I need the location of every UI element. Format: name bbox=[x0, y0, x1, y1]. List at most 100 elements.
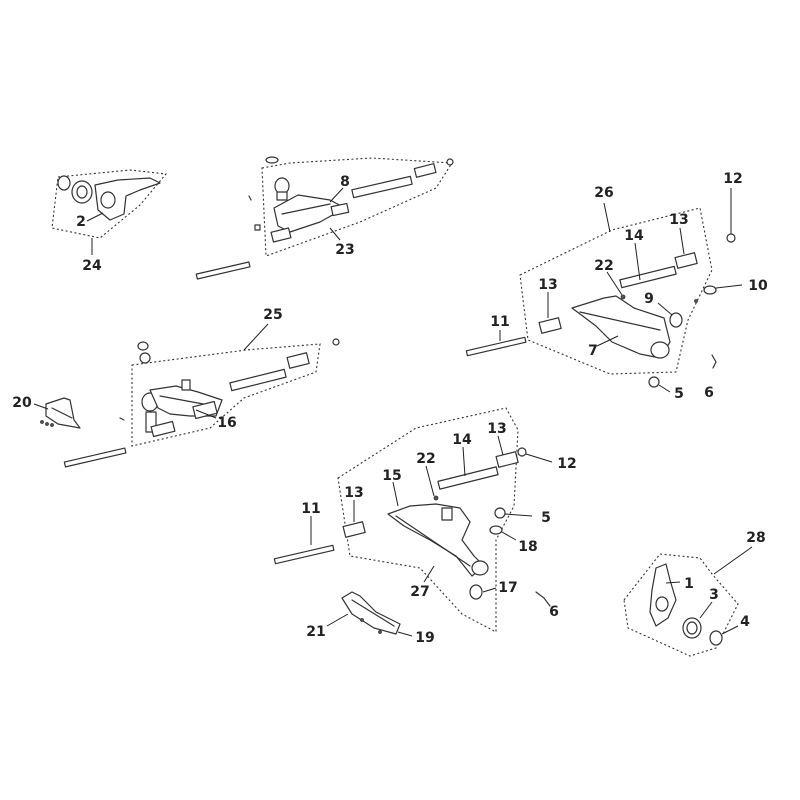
nut-part[interactable] bbox=[517, 447, 527, 457]
group-label-24: 24 bbox=[82, 258, 102, 274]
cotter-pin-part[interactable] bbox=[535, 591, 551, 607]
leader-10 bbox=[715, 284, 743, 289]
leader-5b bbox=[504, 513, 533, 517]
lower-arm-part[interactable] bbox=[387, 503, 485, 577]
leader-14a bbox=[634, 242, 641, 281]
part-label-22a: 22 bbox=[594, 258, 613, 274]
nut-part[interactable] bbox=[726, 233, 736, 243]
leader-18 bbox=[501, 531, 517, 541]
leader-4 bbox=[721, 625, 739, 635]
leader-13c bbox=[497, 435, 504, 456]
snap-ring-part[interactable] bbox=[709, 630, 723, 646]
leader-5a bbox=[658, 384, 671, 393]
assembly-28: 28 1 3 4 bbox=[623, 530, 766, 657]
cotter-pin-part[interactable] bbox=[711, 354, 717, 369]
group-label-28: 28 bbox=[746, 530, 765, 546]
part-label-1: 1 bbox=[684, 576, 694, 592]
leader-25 bbox=[243, 323, 269, 351]
bolt-part[interactable] bbox=[63, 447, 127, 468]
pivot-shaft-part[interactable] bbox=[229, 368, 287, 392]
bolt-part[interactable] bbox=[273, 544, 335, 565]
part-label-16: 16 bbox=[217, 415, 236, 431]
part-label-22b: 22 bbox=[416, 451, 435, 467]
assembly-27-outline bbox=[337, 407, 519, 633]
leader-17 bbox=[482, 587, 497, 593]
group-label-27: 27 bbox=[410, 584, 429, 600]
part-label-19: 19 bbox=[415, 630, 434, 646]
nut-part[interactable] bbox=[494, 507, 506, 519]
assembly-26: 26 12 13 14 22 13 9 10 bbox=[465, 171, 768, 402]
part-label-6b: 6 bbox=[549, 604, 559, 620]
pivot-shaft-part[interactable] bbox=[437, 466, 499, 490]
assembly-23-outline bbox=[261, 157, 453, 257]
upper-arm-part[interactable] bbox=[571, 295, 671, 359]
bushing-part[interactable] bbox=[538, 317, 562, 334]
assembly-28-outline bbox=[623, 553, 739, 657]
part-label-4: 4 bbox=[740, 614, 750, 630]
leader-27 bbox=[423, 565, 435, 583]
group-label-23: 23 bbox=[335, 242, 354, 258]
assembly-25-outline bbox=[131, 343, 321, 447]
leader-8 bbox=[329, 187, 344, 203]
part-label-13c: 13 bbox=[487, 421, 506, 437]
leader-20 bbox=[33, 403, 49, 410]
part-label-12a: 12 bbox=[723, 171, 742, 187]
knuckle-part[interactable] bbox=[649, 563, 677, 627]
part-label-6a: 6 bbox=[704, 385, 714, 401]
guard-20: 20 bbox=[12, 395, 81, 429]
part-label-14a: 14 bbox=[624, 228, 644, 244]
part-label-13d: 13 bbox=[344, 485, 363, 501]
part-label-14b: 14 bbox=[452, 432, 472, 448]
leader-22a bbox=[606, 271, 623, 296]
leader-2 bbox=[86, 212, 104, 222]
nut-part[interactable] bbox=[648, 376, 660, 388]
leader-19 bbox=[397, 631, 413, 637]
part-label-20: 20 bbox=[12, 395, 32, 411]
ball-joint-part[interactable] bbox=[669, 312, 683, 328]
pivot-shaft-part[interactable] bbox=[619, 265, 677, 289]
guard-21: 21 19 bbox=[306, 591, 435, 646]
leader-7 bbox=[596, 335, 619, 347]
leader-15 bbox=[392, 481, 399, 507]
ball-joint-part[interactable] bbox=[469, 584, 483, 600]
leader-23 bbox=[329, 227, 341, 241]
part-label-17: 17 bbox=[498, 580, 517, 596]
bolt-part[interactable] bbox=[465, 336, 527, 357]
bushing-part[interactable] bbox=[342, 521, 366, 538]
snap-ring-part[interactable] bbox=[489, 525, 503, 535]
part-label-13a: 13 bbox=[669, 212, 688, 228]
assembly-23: 8 23 bbox=[195, 156, 454, 280]
leader-14b bbox=[462, 446, 466, 477]
part-label-11a: 11 bbox=[490, 314, 509, 330]
part-label-21: 21 bbox=[306, 624, 325, 640]
skid-guard-part[interactable] bbox=[341, 591, 401, 635]
part-label-10: 10 bbox=[748, 278, 768, 294]
knuckle-part[interactable] bbox=[94, 177, 161, 221]
leader-1 bbox=[665, 581, 681, 584]
part-label-11b: 11 bbox=[301, 501, 320, 517]
assembly-27: 12 13 14 22 15 13 5 18 17 bbox=[273, 407, 577, 633]
part-label-13b: 13 bbox=[538, 277, 557, 293]
assembly-24: 2 24 bbox=[51, 169, 168, 274]
leader-26 bbox=[603, 202, 611, 233]
part-label-12b: 12 bbox=[557, 456, 576, 472]
leader-22b bbox=[425, 465, 435, 497]
assembly-24-outline bbox=[51, 169, 168, 239]
part-label-8: 8 bbox=[340, 174, 350, 190]
part-label-3: 3 bbox=[709, 587, 719, 603]
snap-ring-part[interactable] bbox=[57, 175, 71, 191]
pivot-shaft-part[interactable] bbox=[351, 175, 413, 199]
leader-28 bbox=[713, 546, 753, 575]
part-label-9: 9 bbox=[644, 291, 654, 307]
part-label-5b: 5 bbox=[541, 510, 551, 526]
bushing-part[interactable] bbox=[674, 252, 698, 269]
bolt-part[interactable] bbox=[195, 261, 251, 280]
snap-ring-part[interactable] bbox=[703, 285, 717, 295]
leader-12b bbox=[525, 453, 553, 463]
leader-9 bbox=[657, 302, 673, 316]
bushing-part[interactable] bbox=[495, 451, 519, 468]
assembly-26-outline bbox=[519, 207, 713, 375]
part-label-2: 2 bbox=[76, 214, 86, 230]
leader-21 bbox=[326, 613, 349, 627]
